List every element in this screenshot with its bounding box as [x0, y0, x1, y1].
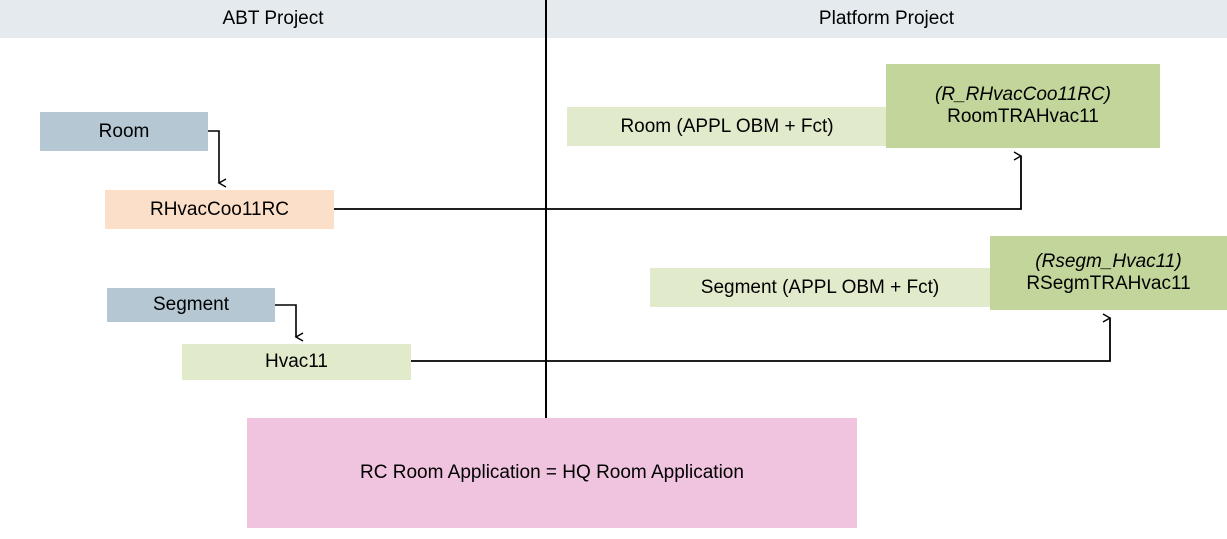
node-room[interactable]: Room [40, 112, 208, 151]
node-hvac11[interactable]: Hvac11 [182, 344, 411, 380]
connector-hvac11-to-rsegm-tra [411, 313, 1112, 362]
node-rhvac-coo11rc[interactable]: RHvacCoo11RC [105, 190, 334, 229]
connector-segment-to-hvac11 [275, 304, 304, 342]
node-segment-label: Segment [152, 294, 230, 316]
node-segment-appl-obm-fct-label: Segment (APPL OBM + Fct) [700, 276, 940, 298]
header-band [0, 0, 1227, 38]
node-hvac11-label: Hvac11 [264, 351, 328, 373]
column-header-platform-project: Platform Project [818, 8, 955, 29]
node-segment-appl-obm-fct[interactable]: Segment (APPL OBM + Fct) [650, 268, 990, 307]
node-rhvac-coo11rc-label: RHvacCoo11RC [149, 198, 290, 220]
node-room-tra-hvac11-alias: (R_RHvacCoo11RC) [935, 84, 1111, 106]
node-rsegm-tra-hvac11[interactable]: (Rsegm_Hvac11) RSegmTRAHvac11 [990, 236, 1227, 310]
column-divider [545, 0, 547, 421]
node-rsegm-tra-hvac11-label: RSegmTRAHvac11 [1026, 273, 1191, 294]
connector-room-to-rhvac [208, 130, 227, 188]
node-room-appl-obm-fct-label: Room (APPL OBM + Fct) [620, 115, 834, 137]
node-segment[interactable]: Segment [107, 288, 275, 322]
connector-rhvac-to-room-tra [334, 151, 1023, 210]
column-header-abt-project: ABT Project [222, 8, 324, 29]
node-rsegm-tra-hvac11-alias: (Rsegm_Hvac11) [1035, 251, 1182, 273]
node-application-note[interactable]: RC Room Application = HQ Room Applicatio… [247, 418, 857, 528]
node-room-tra-hvac11-label: RoomTRAHvac11 [947, 106, 1099, 127]
node-room-tra-hvac11[interactable]: (R_RHvacCoo11RC) RoomTRAHvac11 [886, 64, 1160, 148]
node-application-note-label: RC Room Application = HQ Room Applicatio… [360, 462, 744, 484]
node-room-appl-obm-fct[interactable]: Room (APPL OBM + Fct) [567, 107, 887, 146]
node-room-label: Room [98, 120, 150, 142]
